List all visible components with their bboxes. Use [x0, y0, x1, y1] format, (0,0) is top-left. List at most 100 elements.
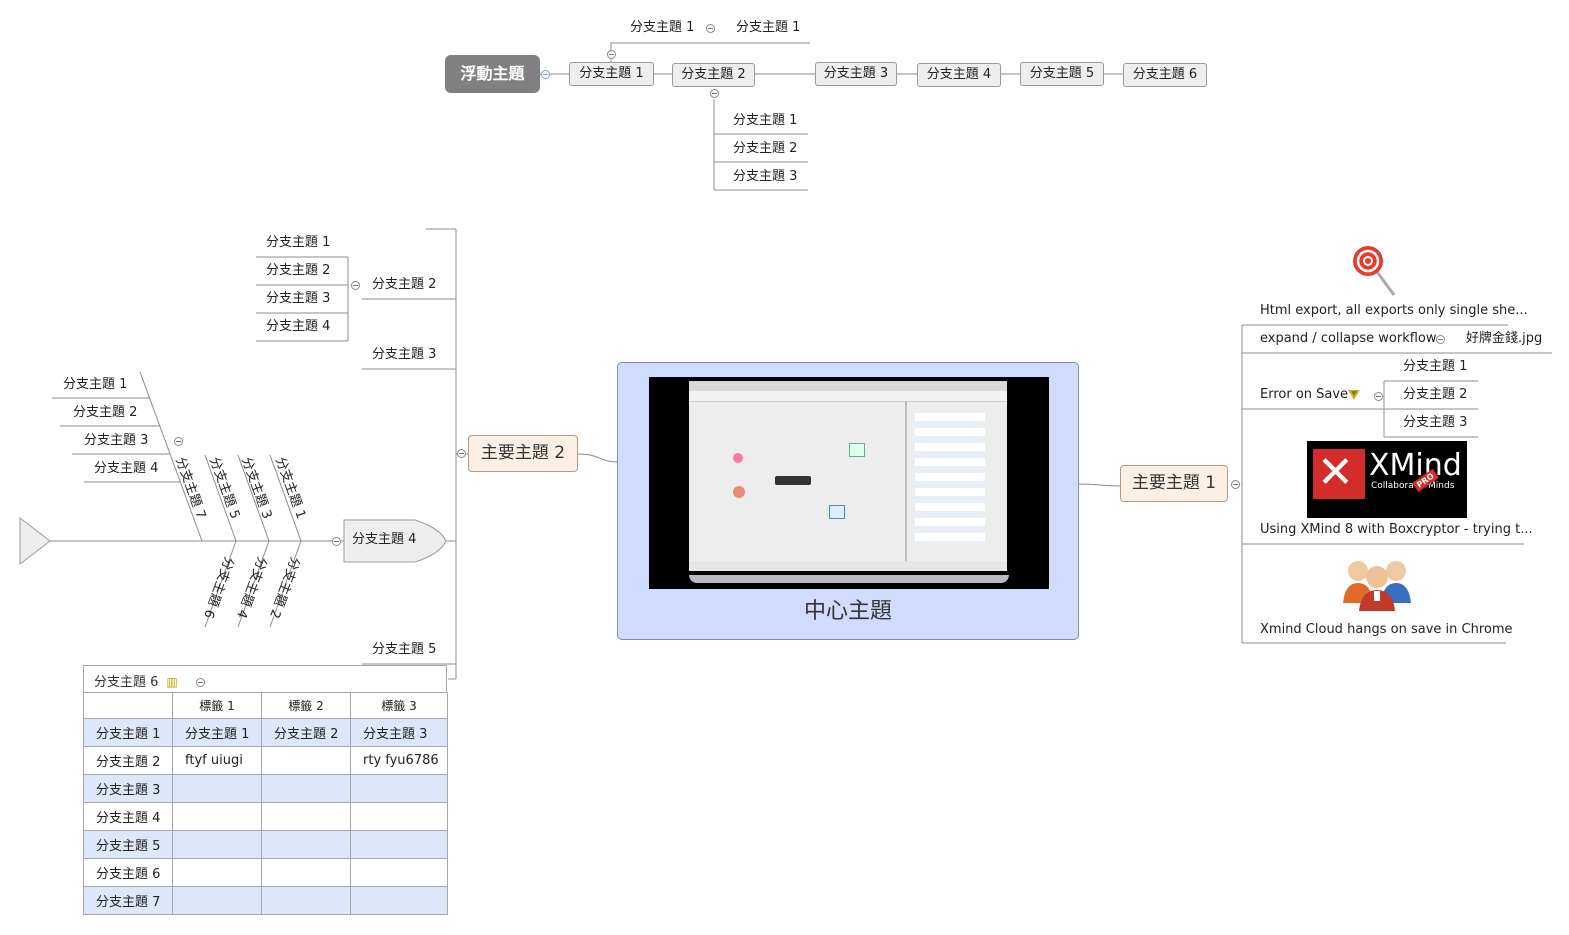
collapse-icon[interactable] — [710, 89, 719, 98]
floating-above-topic-1[interactable]: 分支主題 1 — [630, 20, 695, 35]
collapse-icon[interactable] — [1436, 335, 1445, 344]
central-topic[interactable]: 中心主題 — [617, 362, 1079, 640]
table-row: 分支主題 5 — [83, 830, 448, 859]
fish-left-item-3[interactable]: 分支主題 3 — [84, 433, 149, 448]
floating-below-topic-3[interactable]: 分支主題 3 — [733, 169, 798, 184]
fish-tail — [19, 516, 51, 566]
floating-chain-topic-2[interactable]: 分支主題 2 — [672, 63, 755, 87]
table-row: 分支主題 3 — [83, 774, 448, 803]
error-child-3[interactable]: 分支主題 3 — [1403, 415, 1468, 430]
table-cell[interactable]: 分支主題 2 — [261, 718, 351, 747]
topic-xmind-boxcryptor[interactable]: Using XMind 8 with Boxcryptor - trying t… — [1260, 522, 1533, 537]
collapse-icon[interactable] — [196, 678, 206, 687]
table-row: 分支主題 7 — [83, 886, 448, 915]
screenshot-thumbnail — [689, 381, 1007, 571]
sub2-child-3[interactable]: 分支主題 3 — [266, 291, 331, 306]
matrix-table: 標籤 1 標籤 2 標籤 3 分支主題 1 分支主題 1 分支主題 2 分支主題… — [83, 692, 448, 915]
collapse-icon[interactable] — [457, 449, 466, 458]
collapse-icon[interactable] — [541, 70, 550, 79]
collapse-icon[interactable] — [706, 24, 715, 33]
sub2-child-1[interactable]: 分支主題 1 — [266, 235, 331, 250]
table-row: 分支主題 2 ftyf uiugi rty fyu6786 — [83, 746, 448, 775]
flag-icon — [1348, 390, 1360, 400]
collapse-icon[interactable] — [332, 537, 341, 546]
table-cell[interactable] — [172, 830, 262, 859]
row-label[interactable]: 分支主題 3 — [83, 774, 173, 803]
topic-html-export[interactable]: Html export, all exports only single she… — [1260, 303, 1528, 318]
matrix-title: 分支主題 6 — [94, 675, 159, 690]
sub-topic-5[interactable]: 分支主題 5 — [372, 642, 437, 657]
fish-head — [343, 519, 447, 563]
sub-topic-2[interactable]: 分支主題 2 — [372, 277, 437, 292]
main-topic-1[interactable]: 主要主題 1 — [1120, 465, 1228, 502]
table-cell[interactable] — [261, 886, 351, 915]
table-cell[interactable] — [261, 746, 351, 775]
fish-left-item-2[interactable]: 分支主題 2 — [73, 405, 138, 420]
matrix-header: 標籤 2 — [261, 692, 351, 719]
table-cell[interactable] — [172, 858, 262, 887]
attachment-file[interactable]: 好牌金錢.jpg — [1466, 331, 1543, 346]
table-cell[interactable] — [261, 858, 351, 887]
table-cell[interactable] — [261, 830, 351, 859]
matrix-header: 標籤 1 — [172, 692, 262, 719]
floating-chain-topic-6[interactable]: 分支主題 6 — [1123, 63, 1207, 87]
table-cell[interactable] — [350, 802, 448, 831]
matrix-title-bar[interactable]: 分支主題 6 ▥ — [83, 665, 447, 692]
collapse-icon[interactable] — [1231, 480, 1240, 489]
table-row: 分支主題 6 — [83, 858, 448, 887]
table-cell[interactable] — [350, 858, 448, 887]
xmind-logo-subtext: Collabora Minds — [1371, 481, 1455, 491]
row-label[interactable]: 分支主題 1 — [83, 718, 173, 747]
topic-xmind-cloud[interactable]: Xmind Cloud hangs on save in Chrome — [1260, 622, 1513, 637]
collapse-icon[interactable] — [351, 281, 360, 290]
table-cell[interactable] — [350, 774, 448, 803]
floating-chain-topic-5[interactable]: 分支主題 5 — [1020, 62, 1104, 86]
matrix-icon: ▥ — [166, 675, 178, 689]
sub-topic-3[interactable]: 分支主題 3 — [372, 347, 437, 362]
topic-expand-collapse[interactable]: expand / collapse workflow — [1260, 331, 1437, 346]
table-cell[interactable]: rty fyu6786 — [350, 746, 448, 775]
fish-left-item-4[interactable]: 分支主題 4 — [94, 461, 159, 476]
table-cell[interactable] — [172, 802, 262, 831]
people-icon — [1343, 561, 1411, 611]
collapse-icon[interactable] — [174, 437, 183, 446]
floating-above-topic-2[interactable]: 分支主題 1 — [736, 20, 801, 35]
table-cell[interactable]: ftyf uiugi — [172, 746, 262, 775]
table-cell[interactable] — [172, 886, 262, 915]
table-cell[interactable] — [261, 802, 351, 831]
floating-chain-topic-1[interactable]: 分支主題 1 — [569, 62, 654, 86]
row-label[interactable]: 分支主題 5 — [83, 830, 173, 859]
collapse-icon[interactable] — [607, 50, 616, 59]
central-topic-image — [649, 377, 1049, 589]
topic-error-on-save[interactable]: Error on Save — [1260, 387, 1349, 402]
floating-chain-topic-3[interactable]: 分支主題 3 — [815, 62, 897, 86]
floating-below-topic-2[interactable]: 分支主題 2 — [733, 141, 798, 156]
sub2-child-4[interactable]: 分支主題 4 — [266, 319, 331, 334]
fish-left-item-1[interactable]: 分支主題 1 — [63, 377, 128, 392]
table-cell[interactable] — [261, 774, 351, 803]
table-cell[interactable]: 分支主題 1 — [172, 718, 262, 747]
lollipop-icon — [1353, 246, 1396, 296]
central-topic-label: 中心主題 — [803, 599, 892, 624]
floating-below-topic-1[interactable]: 分支主題 1 — [733, 113, 798, 128]
row-label[interactable]: 分支主題 4 — [83, 802, 173, 831]
collapse-icon[interactable] — [1374, 392, 1383, 401]
floating-chain-topic-4[interactable]: 分支主題 4 — [917, 63, 1001, 87]
xmind-logo-text: XMind — [1369, 448, 1462, 483]
table-cell[interactable] — [350, 886, 448, 915]
error-child-1[interactable]: 分支主題 1 — [1403, 359, 1468, 374]
error-child-2[interactable]: 分支主題 2 — [1403, 387, 1468, 402]
row-label[interactable]: 分支主題 6 — [83, 858, 173, 887]
main-topic-2[interactable]: 主要主題 2 — [468, 435, 578, 472]
row-label[interactable]: 分支主題 2 — [83, 746, 173, 775]
sub2-child-2[interactable]: 分支主題 2 — [266, 263, 331, 278]
xmind-logo-image: ✕ XMind Collabora Minds PRO — [1307, 441, 1467, 518]
table-cell[interactable]: 分支主題 3 — [350, 718, 448, 747]
floating-topic[interactable]: 浮動主題 — [445, 55, 540, 93]
table-cell[interactable] — [172, 774, 262, 803]
matrix-corner-cell — [83, 692, 173, 719]
fish-head-label[interactable]: 分支主題 4 — [352, 532, 417, 547]
table-cell[interactable] — [350, 830, 448, 859]
row-label[interactable]: 分支主題 7 — [83, 886, 173, 915]
